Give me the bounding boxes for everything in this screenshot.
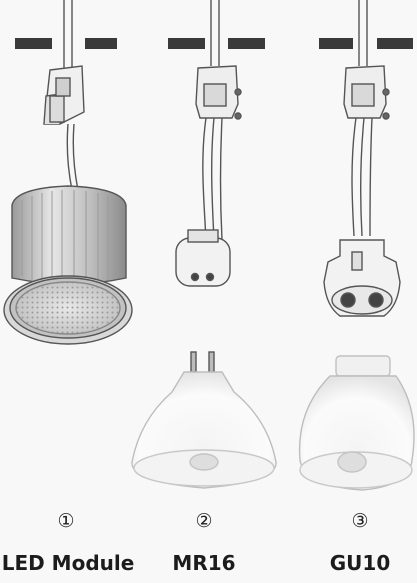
gu10-illustration bbox=[300, 0, 414, 490]
mr16-illustration bbox=[132, 0, 276, 488]
item-number-1: ① bbox=[6, 510, 126, 532]
item-label-mr16: MR16 bbox=[134, 550, 274, 576]
item-label-gu10: GU10 bbox=[290, 550, 417, 576]
item-number-3: ③ bbox=[300, 510, 417, 532]
ceiling-line-3 bbox=[319, 38, 413, 49]
ceiling-line-2 bbox=[168, 38, 265, 49]
ceiling-line-1 bbox=[15, 38, 117, 49]
item-label-led-module: LED Module bbox=[0, 550, 138, 576]
item-number-2: ② bbox=[144, 510, 264, 532]
led-module-illustration bbox=[4, 0, 132, 344]
